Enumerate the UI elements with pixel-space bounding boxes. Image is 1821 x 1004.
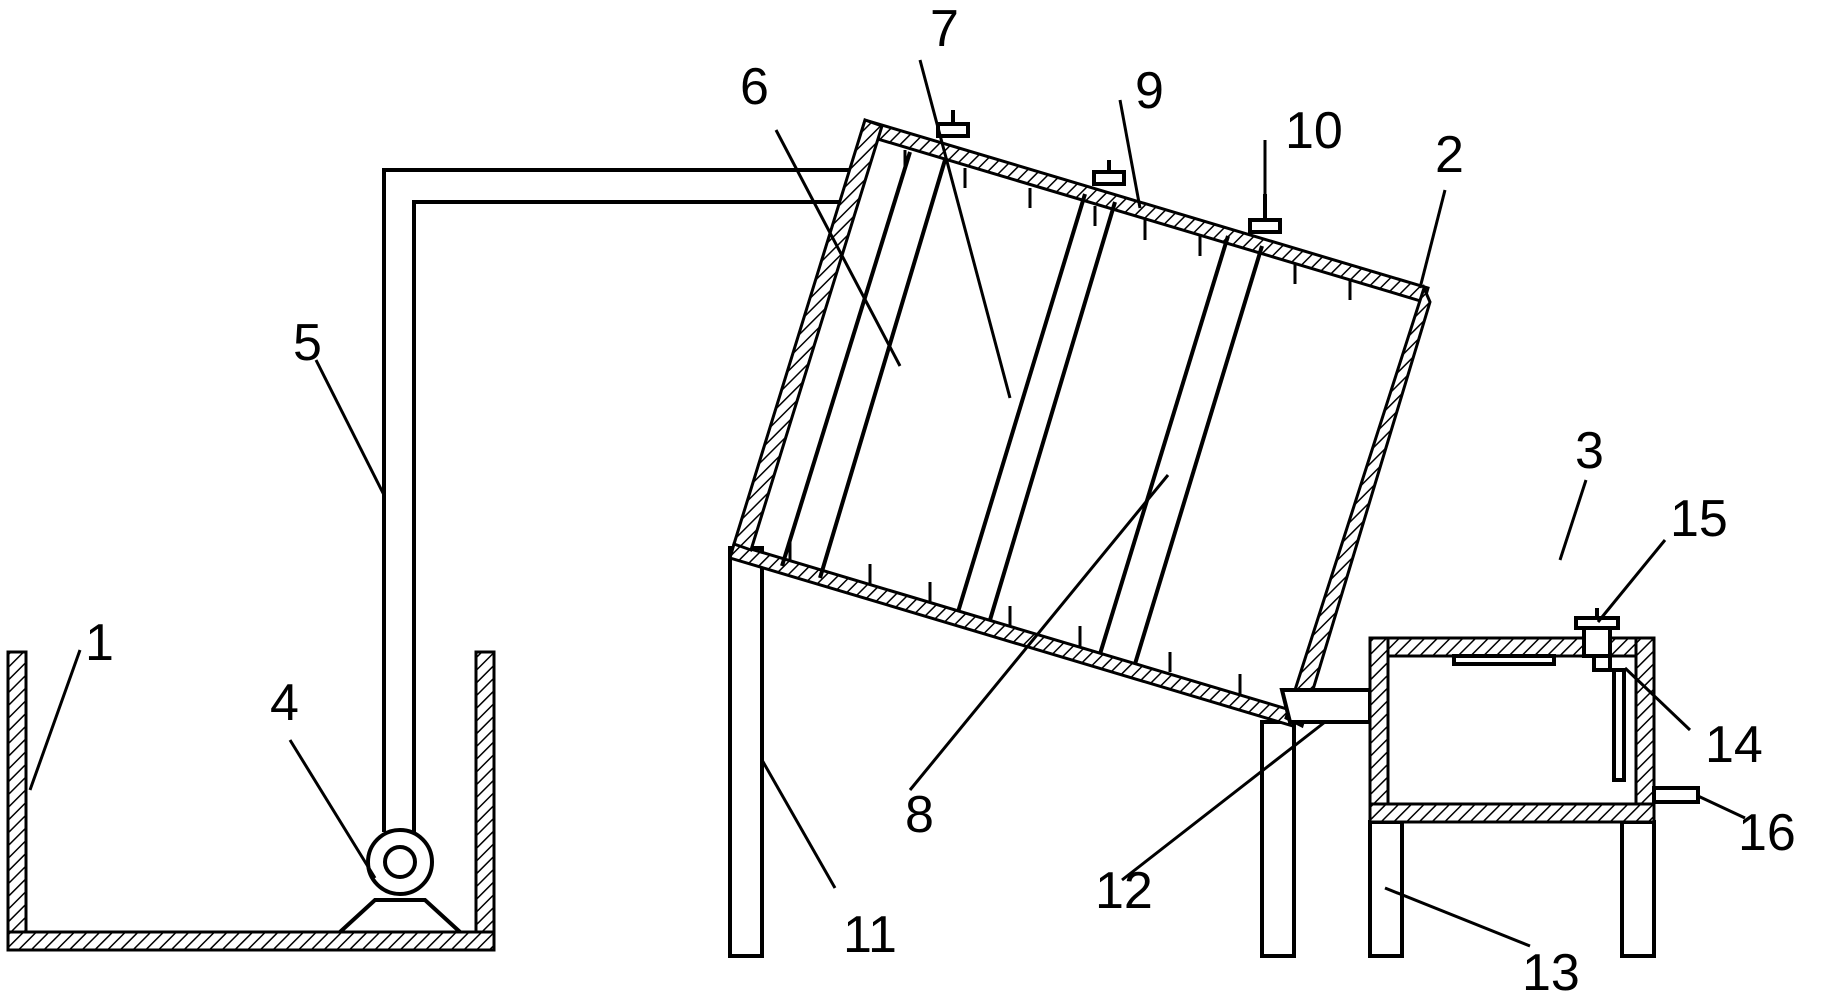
- label-12: 12: [1095, 862, 1153, 920]
- outlet-pipe: [1279, 688, 1372, 724]
- leader-lines: [28, 59, 1746, 948]
- valve-top-1: [936, 110, 970, 138]
- valve-top-3: [1248, 194, 1282, 234]
- label-8: 8: [905, 786, 934, 844]
- drain-outlet: [1652, 786, 1700, 804]
- support-leg-left: [728, 546, 764, 958]
- label-7: 7: [930, 0, 959, 58]
- valve-top-2: [1092, 160, 1126, 186]
- drum-body: [728, 118, 1432, 729]
- label-6: 6: [740, 58, 769, 116]
- label-5: 5: [293, 314, 322, 372]
- spray-nozzles-top: [903, 150, 1352, 300]
- label-2: 2: [1435, 126, 1464, 184]
- collection-tank: [6, 650, 496, 952]
- label-14: 14: [1705, 716, 1763, 774]
- pump: [338, 828, 462, 934]
- label-11: 11: [843, 906, 897, 964]
- label-16: 16: [1738, 804, 1796, 862]
- label-13: 13: [1522, 944, 1580, 1002]
- label-10: 10: [1285, 102, 1343, 160]
- label-9: 9: [1135, 62, 1164, 120]
- label-3: 3: [1575, 422, 1604, 480]
- label-15: 15: [1670, 490, 1728, 548]
- spray-nozzles-bottom: [788, 540, 1242, 694]
- support-leg-mid: [1260, 720, 1296, 958]
- filter-screens: [780, 151, 1264, 665]
- supply-pipe: [382, 168, 860, 832]
- tank-frame: [1368, 820, 1656, 958]
- label-1: 1: [85, 614, 114, 672]
- level-sensor: [1612, 668, 1626, 782]
- top-valve-15: [1574, 608, 1620, 672]
- label-4: 4: [270, 674, 299, 732]
